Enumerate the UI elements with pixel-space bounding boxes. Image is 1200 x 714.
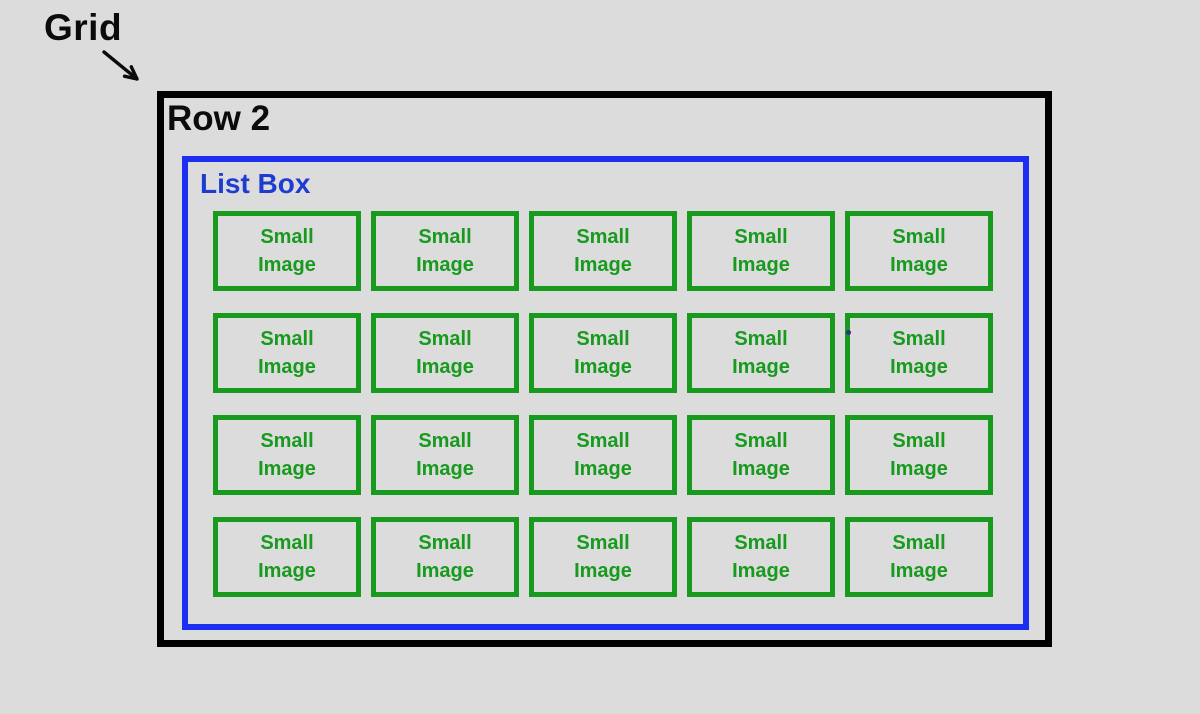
small-image-box: Small Image	[213, 313, 361, 393]
small-image-label: Small Image	[574, 226, 632, 276]
small-image-box: Small Image	[529, 415, 677, 495]
small-image-box: Small Image	[371, 211, 519, 291]
arrow-down-right-icon	[102, 50, 139, 81]
small-image-box: Small Image	[687, 211, 835, 291]
small-image-label: Small Image	[416, 430, 474, 480]
small-image-label: Small Image	[732, 328, 790, 378]
small-image-label: Small Image	[416, 532, 474, 582]
small-image-box: Small Image	[687, 415, 835, 495]
small-image-box: Small Image	[529, 211, 677, 291]
list-box-label: List Box	[200, 168, 311, 199]
small-image-box: Small Image	[845, 211, 993, 291]
small-image-box: Small Image	[845, 415, 993, 495]
small-image-box: Small Image	[371, 517, 519, 597]
small-image-label: Small Image	[890, 532, 948, 582]
small-image-label: Small Image	[258, 328, 316, 378]
small-image-label: Small Image	[258, 430, 316, 480]
small-image-box: Small Image	[371, 313, 519, 393]
small-image-box: Small Image	[213, 211, 361, 291]
row-label: Row 2	[167, 99, 271, 138]
small-image-label: Small Image	[890, 430, 948, 480]
small-image-box: Small Image	[845, 517, 993, 597]
small-image-label: Small Image	[890, 226, 948, 276]
small-image-box: Small Image	[687, 313, 835, 393]
small-image-box: Small Image	[213, 517, 361, 597]
small-image-label: Small Image	[574, 532, 632, 582]
grid-annotation-label: Grid	[44, 7, 123, 48]
small-image-label: Small Image	[574, 328, 632, 378]
small-image-box: Small Image	[845, 313, 993, 393]
small-image-label: Small Image	[890, 328, 948, 378]
small-image-box: Small Image	[371, 415, 519, 495]
small-image-label: Small Image	[732, 430, 790, 480]
small-image-label: Small Image	[416, 226, 474, 276]
stray-dot	[846, 330, 851, 335]
small-image-label: Small Image	[416, 328, 474, 378]
small-image-box: Small Image	[687, 517, 835, 597]
small-image-label: Small Image	[574, 430, 632, 480]
small-image-label: Small Image	[258, 226, 316, 276]
small-image-label: Small Image	[732, 226, 790, 276]
small-image-label: Small Image	[732, 532, 790, 582]
small-image-box: Small Image	[529, 517, 677, 597]
small-image-box: Small Image	[529, 313, 677, 393]
small-image-box: Small Image	[213, 415, 361, 495]
small-image-label: Small Image	[258, 532, 316, 582]
